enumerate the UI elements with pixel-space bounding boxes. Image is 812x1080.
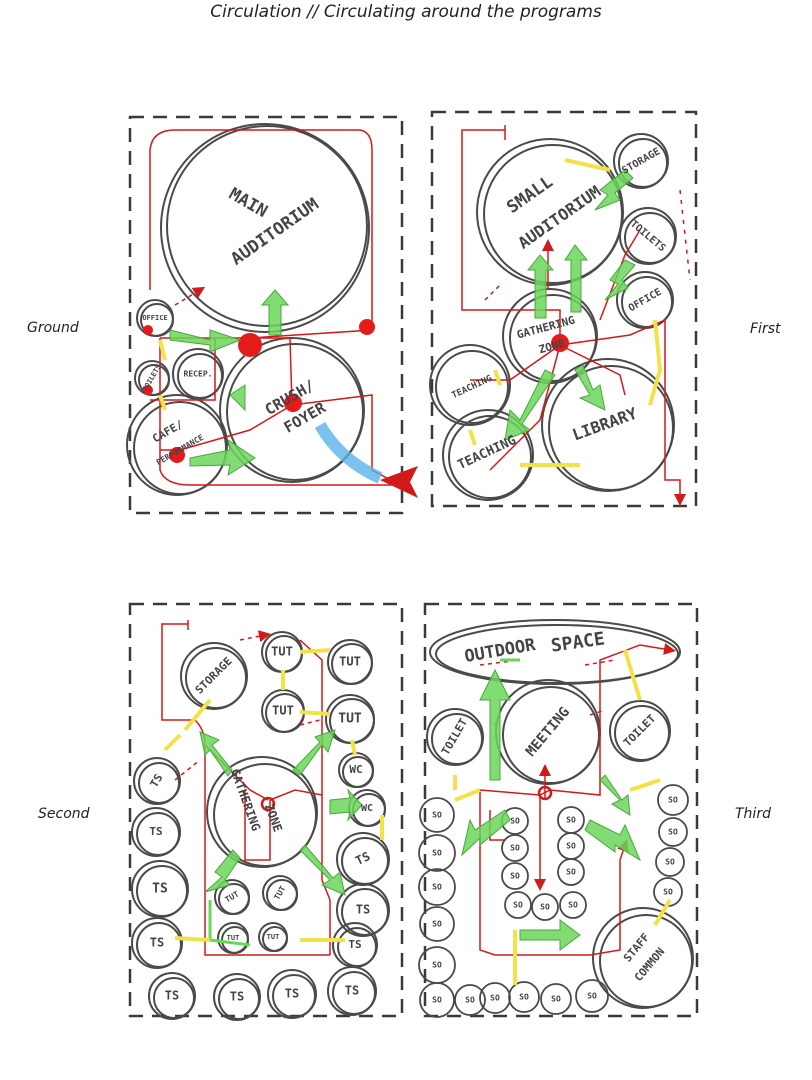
third-outdoor-label-2: SPACE <box>550 628 607 656</box>
third-so-cluster <box>418 784 689 1018</box>
second-ts-label-5: TS <box>149 825 162 838</box>
ground-cafe-label-1: CAFE/ <box>150 417 186 445</box>
third-so-label: SO <box>432 883 442 892</box>
third-floor-frame <box>423 602 699 1018</box>
floor-label-third: Third <box>735 806 771 822</box>
third-so-label: SO <box>432 920 442 929</box>
second-ts-label-2: TS <box>356 903 370 917</box>
second-wc-label-1: WC <box>349 763 362 776</box>
third-so-label: SO <box>432 811 442 820</box>
third-so-label: SO <box>432 996 442 1005</box>
first-toilets-label: TOILETS <box>628 219 667 255</box>
second-tut-label-3: TUT <box>339 655 361 669</box>
third-meeting-label: MEETING <box>523 704 573 759</box>
floor-label-ground: Ground <box>27 320 79 336</box>
first-teaching-a-label: TEACHING <box>450 374 494 401</box>
floor-label-first: First <box>750 321 781 337</box>
second-tut-label-2: TUT <box>272 704 294 718</box>
ground-floor-frame-east <box>430 110 698 508</box>
third-so-label: SO <box>519 993 529 1002</box>
second-tut-label-4: TUT <box>338 712 362 727</box>
ground-floor-plan: MAIN AUDITORIUM OFFICE TOILETS RECEP. CA… <box>126 123 418 498</box>
third-so-label: SO <box>465 996 475 1005</box>
third-so-label: SO <box>432 849 442 858</box>
first-office-label: OFFICE <box>627 287 664 315</box>
third-so-label: SO <box>566 816 576 825</box>
second-ts-label-6: TS <box>152 882 168 897</box>
third-so-label: SO <box>668 796 678 805</box>
second-tut-label-6: TUT <box>272 884 287 901</box>
first-teaching-b-label: TEACHING <box>455 433 518 473</box>
second-floor-frame <box>128 602 404 1018</box>
third-so-label: SO <box>490 994 500 1003</box>
second-ts-label-8: TS <box>165 989 179 1003</box>
second-tut-label-7: TUT <box>227 934 240 942</box>
third-so-label: SO <box>665 858 675 867</box>
second-tut-label-8: TUT <box>267 933 280 941</box>
first-small-auditorium-label-1: SMALL <box>503 172 556 218</box>
third-so-label: SO <box>551 995 561 1004</box>
third-so-label: SO <box>510 872 520 881</box>
third-so-label: SO <box>513 901 523 910</box>
third-so-label: SO <box>566 868 576 877</box>
second-tut-label-1: TUT <box>271 645 293 659</box>
third-so-label: SO <box>432 961 442 970</box>
third-toilet-label-2: TOILET <box>621 712 659 750</box>
second-ts-label-1: TS <box>353 849 372 868</box>
second-ts-label-11: TS <box>345 984 359 998</box>
third-so-label: SO <box>540 903 550 912</box>
second-ts-label-4: TS <box>148 772 166 790</box>
ground-floor-frame-west <box>128 115 404 515</box>
floor-label-second: Second <box>38 806 90 822</box>
third-outdoor-label-1: OUTDOOR <box>463 635 538 667</box>
third-floor-plan: OUTDOOR SPACE MEETING TOILET TOILET STAF… <box>418 619 694 1018</box>
third-so-label: SO <box>568 901 578 910</box>
second-ts-label-3: TS <box>348 938 361 951</box>
second-ts-label-10: TS <box>285 987 299 1001</box>
second-wc-label-2: WC <box>361 803 373 814</box>
second-gathering-label-2: ZONE <box>262 802 285 834</box>
second-tut-label-5: TUT <box>223 889 240 904</box>
diagram-title: Circulation // Circulating around the pr… <box>210 2 602 22</box>
first-floor-plan: SMALL AUDITORIUM STORAGE TOILETS OFFICE … <box>429 125 691 506</box>
ground-main-auditorium-label-1: MAIN <box>225 184 270 222</box>
third-so-label: SO <box>566 842 576 851</box>
third-so-label: SO <box>510 844 520 853</box>
third-so-label: SO <box>663 888 673 897</box>
second-storage-label: STORAGE <box>193 655 235 697</box>
third-toilet-label-1: TOILET <box>439 716 470 757</box>
ground-reception-label: RECEP. <box>184 370 213 379</box>
second-ts-label-9: TS <box>230 990 244 1004</box>
third-so-label: SO <box>668 828 678 837</box>
third-so-label: SO <box>510 817 520 826</box>
second-floor-plan: STORAGE TUT TUT TUT TUT WC WC TS TS TS G… <box>131 620 390 1021</box>
first-storage-label: STORAGE <box>620 146 662 177</box>
second-ts-label-7: TS <box>150 936 164 950</box>
third-so-label: SO <box>587 992 597 1001</box>
ground-office-label: OFFICE <box>142 314 167 322</box>
first-gathering-label-2: ZONE <box>537 337 566 356</box>
